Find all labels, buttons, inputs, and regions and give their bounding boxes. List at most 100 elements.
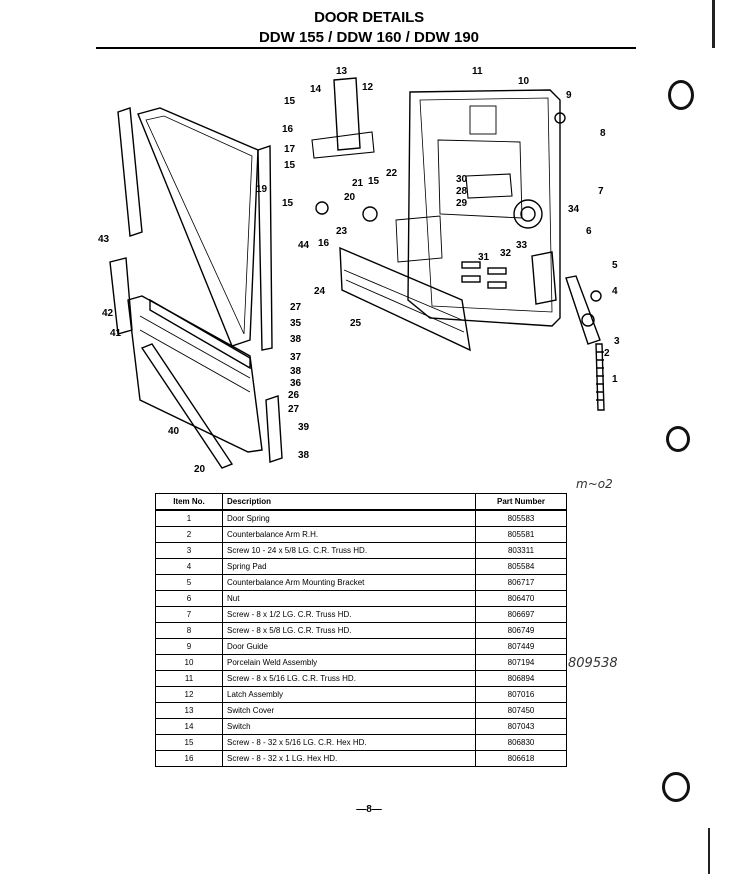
description-cell: Switch (222, 718, 476, 735)
callout-7: 7 (598, 186, 604, 197)
item-number-cell: 1 (155, 509, 223, 527)
side-bracket (109, 257, 133, 335)
item-number-cell: 8 (155, 622, 223, 639)
callout-41: 41 (110, 328, 122, 339)
description-cell: Screw - 8 x 5/8 LG. C.R. Truss HD. (222, 622, 476, 639)
description-cell: Door Spring (222, 509, 476, 527)
callout-13: 13 (336, 66, 348, 77)
callout-16: 16 (282, 124, 294, 135)
description-cell: Latch Assembly (222, 686, 476, 703)
scan-edge-top (712, 0, 715, 48)
callout-19: 19 (256, 184, 268, 195)
description-cell: Switch Cover (222, 702, 476, 719)
callout-23: 23 (336, 226, 348, 237)
inner-door-liner (407, 89, 561, 327)
part-number-cell: 807450 (475, 702, 567, 719)
part-number-cell: 806830 (475, 734, 567, 751)
door-spring (595, 343, 605, 411)
item-number-cell: 14 (155, 718, 223, 735)
description-cell: Porcelain Weld Assembly (222, 654, 476, 671)
part-number-cell: 807449 (475, 638, 567, 655)
handwritten-part-number: 809538 (568, 656, 618, 671)
callout-15d: 15 (282, 198, 294, 209)
bottom-trim (149, 298, 251, 370)
description-cell: Nut (222, 590, 476, 607)
part-number-cell: 805584 (475, 558, 567, 575)
callout-42: 42 (102, 308, 114, 319)
binder-hole-top (668, 80, 694, 110)
callout-15b: 15 (284, 160, 296, 171)
callout-34: 34 (568, 204, 580, 215)
callout-38c: 38 (298, 450, 310, 461)
description-cell: Screw - 8 - 32 x 5/16 LG. C.R. Hex HD. (222, 734, 476, 751)
lower-trim-strip (265, 395, 283, 463)
item-number-cell: 3 (155, 542, 223, 559)
part-number-cell: 807194 (475, 654, 567, 671)
part-number-cell: 805581 (475, 526, 567, 543)
part-number-cell: 806618 (475, 750, 567, 767)
description-cell: Screw - 8 x 5/16 LG. C.R. Truss HD. (222, 670, 476, 687)
description-cell: Door Guide (222, 638, 476, 655)
callout-labels: 13 14 12 15 16 17 15 11 10 9 8 7 34 30 2… (98, 66, 620, 475)
title-rule (96, 47, 636, 49)
callout-4: 4 (612, 286, 618, 297)
callout-1: 1 (612, 374, 618, 385)
callout-36: 36 (290, 378, 302, 389)
callout-39: 39 (298, 422, 310, 433)
item-number-cell: 9 (155, 638, 223, 655)
item-number-cell: 13 (155, 702, 223, 719)
description-cell: Counterbalance Arm R.H. (222, 526, 476, 543)
callout-6: 6 (586, 226, 592, 237)
callout-38: 38 (290, 334, 302, 345)
callout-8: 8 (600, 128, 606, 139)
header-part-number: Part Number (475, 493, 567, 511)
lower-panel (127, 295, 263, 453)
callout-14: 14 (310, 84, 322, 95)
callout-44: 44 (298, 240, 310, 251)
description-cell: Screw - 8 x 1/2 LG. C.R. Truss HD. (222, 606, 476, 623)
part-number-cell: 803311 (475, 542, 567, 559)
part-number-cell: 806697 (475, 606, 567, 623)
model-numbers: DDW 155 / DDW 160 / DDW 190 (258, 29, 480, 46)
callout-11: 11 (472, 66, 483, 77)
item-number-cell: 16 (155, 750, 223, 767)
callout-33: 33 (516, 240, 528, 251)
part-number-cell: 806470 (475, 590, 567, 607)
callout-16b: 16 (318, 238, 330, 249)
callout-10: 10 (518, 76, 530, 87)
callout-35: 35 (290, 318, 302, 329)
callout-40: 40 (168, 426, 180, 437)
item-number-cell: 5 (155, 574, 223, 591)
callout-29: 29 (456, 198, 468, 209)
callout-25: 25 (350, 318, 362, 329)
table-header-row: Item No. Description Part Number (155, 493, 567, 511)
part-number-cell: 805583 (475, 509, 567, 527)
handwritten-note-top: m~o2 (576, 477, 613, 491)
counterbalance-arm (565, 275, 601, 345)
item-number-cell: 2 (155, 526, 223, 543)
callout-5: 5 (612, 260, 618, 271)
callout-26: 26 (288, 390, 300, 401)
binder-hole-middle (666, 426, 690, 452)
item-number-cell: 12 (155, 686, 223, 703)
header-description: Description (222, 493, 476, 511)
callout-21: 21 (352, 178, 364, 189)
callout-15: 15 (284, 96, 296, 107)
callout-28: 28 (456, 186, 468, 197)
item-number-cell: 15 (155, 734, 223, 751)
part-number-cell: 806749 (475, 622, 567, 639)
description-cell: Counterbalance Arm Mounting Bracket (222, 574, 476, 591)
latch-assembly (333, 77, 361, 151)
